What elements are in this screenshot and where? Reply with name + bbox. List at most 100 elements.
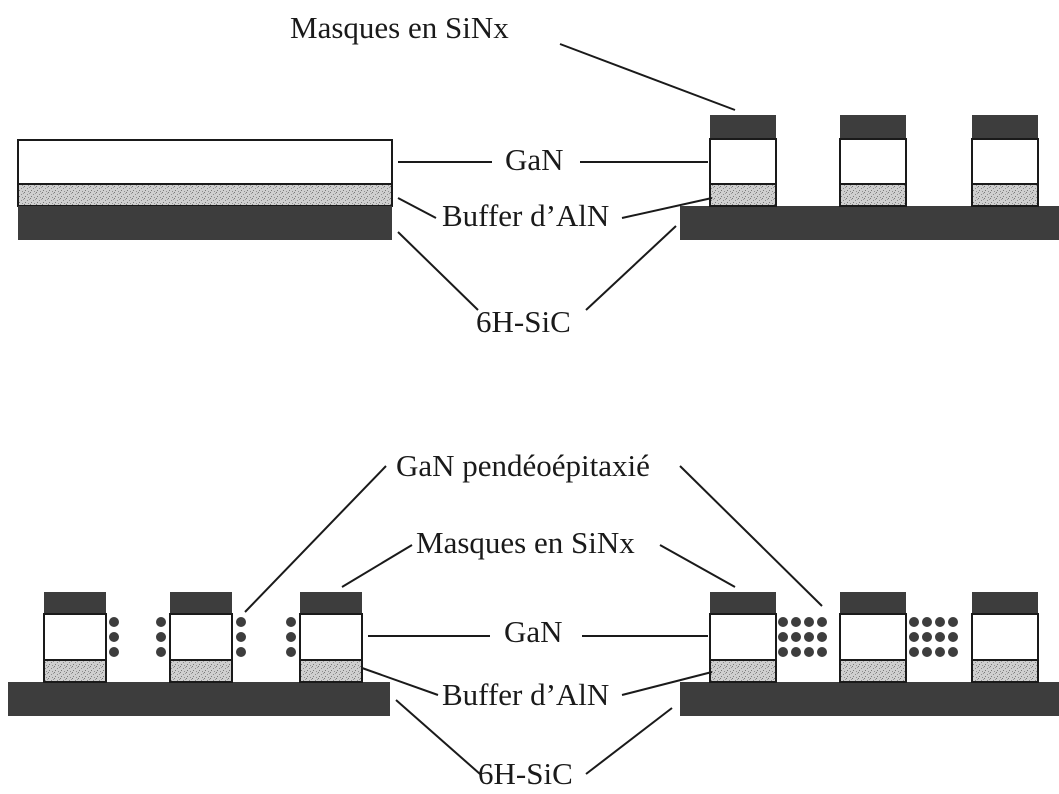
growth-dot <box>791 647 801 657</box>
bottom-substrate-leader-right <box>585 707 673 775</box>
growth-dot <box>817 647 827 657</box>
bottom-left-pillar-2 <box>169 592 233 683</box>
bottom-gan-label: GaN <box>504 614 563 649</box>
growth-dot <box>922 632 932 642</box>
growth-dot <box>909 647 919 657</box>
bottom-buffer-leader-left <box>361 667 439 696</box>
bottom-right-coalesced-growth-dots-2 <box>909 617 958 657</box>
growth-dot <box>156 617 166 627</box>
top-diagram: Masques en SiNx GaN Buffer d’AlN 6H-SiC <box>17 10 1059 339</box>
top-substrate-label: 6H-SiC <box>476 304 571 339</box>
top-pillar-1-gan <box>709 138 777 185</box>
top-masks-label: Masques en SiNx <box>290 10 509 45</box>
bottom-left-pillar-2-gan <box>169 613 233 661</box>
bottom-right-pillar-2 <box>839 592 907 683</box>
top-pillar-2-gan <box>839 138 907 185</box>
growth-dot <box>286 632 296 642</box>
top-left-substrate <box>18 206 392 240</box>
top-gan-label: GaN <box>505 142 564 177</box>
growth-dot <box>922 647 932 657</box>
growth-dot <box>236 632 246 642</box>
top-pillar-1-mask <box>710 115 776 139</box>
bottom-left-pillar-3-mask <box>300 592 362 614</box>
growth-dot <box>948 647 958 657</box>
top-pillar-3-buffer <box>971 183 1039 207</box>
top-pillar-2 <box>839 115 907 207</box>
bottom-left-pillar-1 <box>43 592 107 683</box>
top-substrate-leader-right <box>585 225 677 311</box>
bottom-left-pillar-3 <box>299 592 363 683</box>
growth-dot <box>236 617 246 627</box>
growth-dot <box>948 632 958 642</box>
bottom-left-pillar-1-mask <box>44 592 106 614</box>
growth-dot <box>791 617 801 627</box>
bottom-pendeo-leader-right <box>679 465 823 607</box>
top-buffer-label: Buffer d’AlN <box>442 198 609 233</box>
top-left-buffer-layer <box>17 183 393 207</box>
growth-dot <box>922 617 932 627</box>
bottom-left-pillar-2-buffer <box>169 659 233 683</box>
growth-dot <box>286 647 296 657</box>
top-masks-leader <box>559 43 736 111</box>
bottom-masks-leader-left <box>341 544 413 588</box>
bottom-masks-leader-right <box>659 544 736 588</box>
bottom-right-pillar-2-gan <box>839 613 907 661</box>
top-pillar-3-mask <box>972 115 1038 139</box>
bottom-right-pillar-2-mask <box>840 592 906 614</box>
bottom-left-pillar-1-buffer <box>43 659 107 683</box>
top-buffer-leader-right <box>621 197 713 219</box>
bottom-diagram: GaN pendéoépitaxié Masques en SiNx GaN B… <box>8 448 1059 791</box>
bottom-right-pillar-3-mask <box>972 592 1038 614</box>
top-pillar-3 <box>971 115 1039 207</box>
bottom-right-pillar-1-mask <box>710 592 776 614</box>
bottom-buffer-leader-right <box>621 671 713 696</box>
top-right-substrate <box>680 206 1059 240</box>
bottom-right-pillar-3-gan <box>971 613 1039 661</box>
growth-dot <box>778 617 788 627</box>
bottom-right-coalesced-growth-dots-1 <box>778 617 827 657</box>
growth-dot <box>909 632 919 642</box>
bottom-buffer-label: Buffer d’AlN <box>442 677 609 712</box>
bottom-left-pillar-3-buffer <box>299 659 363 683</box>
growth-dot <box>156 647 166 657</box>
growth-dot <box>236 647 246 657</box>
growth-dot <box>109 617 119 627</box>
bottom-substrate-leader-left <box>395 699 481 775</box>
growth-dot <box>804 617 814 627</box>
bottom-right-pillar-1-gan <box>709 613 777 661</box>
top-pillar-2-buffer <box>839 183 907 207</box>
growth-dot <box>109 647 119 657</box>
growth-dot <box>286 617 296 627</box>
growth-dot <box>156 632 166 642</box>
growth-dot <box>109 632 119 642</box>
growth-dot <box>909 617 919 627</box>
bottom-pendeo-label: GaN pendéoépitaxié <box>396 448 650 483</box>
growth-dot <box>817 617 827 627</box>
bottom-left-lateral-growth-dots <box>109 617 296 657</box>
growth-dot <box>935 647 945 657</box>
growth-dot <box>778 647 788 657</box>
bottom-right-pillar-3-buffer <box>971 659 1039 683</box>
growth-dot <box>817 632 827 642</box>
top-left-planar-stack <box>17 139 393 240</box>
top-substrate-leader-left <box>397 231 479 311</box>
bottom-left-pillar-3-gan <box>299 613 363 661</box>
bottom-right-pillar-1 <box>709 592 777 683</box>
bottom-left-substrate <box>8 682 390 716</box>
top-left-gan-layer <box>17 139 393 185</box>
growth-dot <box>791 632 801 642</box>
growth-dot <box>804 647 814 657</box>
bottom-left-pillar-2-mask <box>170 592 232 614</box>
growth-dot <box>948 617 958 627</box>
growth-dot <box>778 632 788 642</box>
top-pillar-2-mask <box>840 115 906 139</box>
bottom-left-pillar-1-gan <box>43 613 107 661</box>
growth-dot <box>804 632 814 642</box>
top-pillar-3-gan <box>971 138 1039 185</box>
bottom-right-pillar-2-buffer <box>839 659 907 683</box>
top-pillar-1-buffer <box>709 183 777 207</box>
bottom-right-pillar-1-buffer <box>709 659 777 683</box>
bottom-right-pillar-3 <box>971 592 1039 683</box>
bottom-right-substrate <box>680 682 1059 716</box>
